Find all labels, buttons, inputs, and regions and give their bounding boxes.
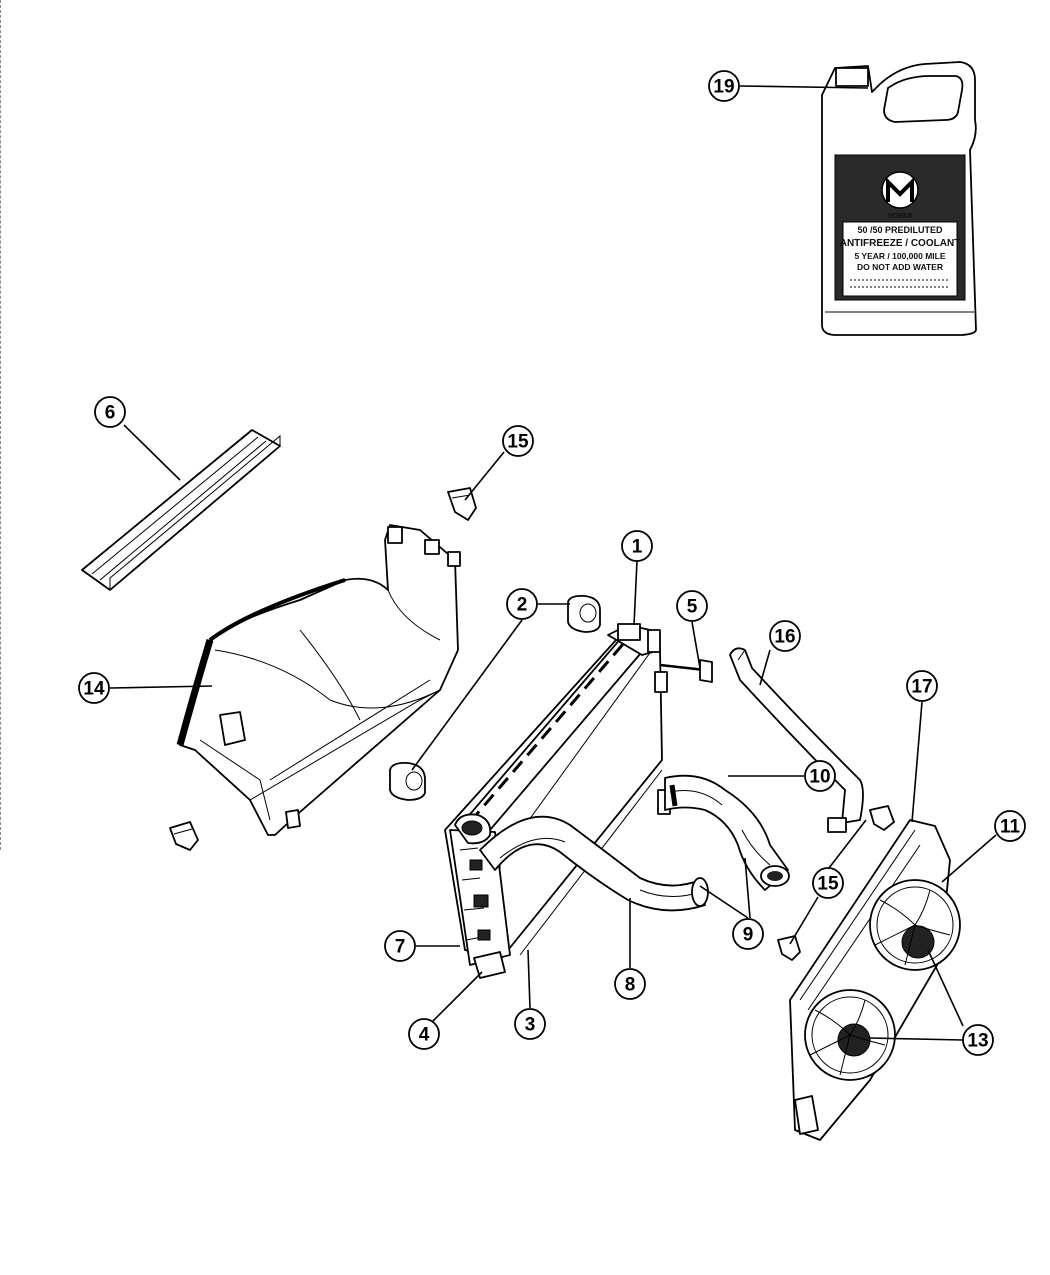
callout-number: 5 [687, 597, 698, 618]
callout-circle [514, 1008, 546, 1040]
callout-number: 13 [967, 1031, 988, 1052]
callout-8: 8 [614, 968, 646, 1000]
jug-label-line1: 50 /50 PREDILUTED [857, 225, 943, 235]
callout-13: 13 [962, 1024, 994, 1056]
overflow-tube [729, 647, 864, 833]
air-duct-shroud [176, 524, 461, 836]
callout-number: 3 [525, 1015, 536, 1036]
callout-2: 2 [506, 588, 538, 620]
callout-circle [804, 760, 836, 792]
callout-number: 7 [395, 937, 406, 958]
callout-circle [408, 1018, 440, 1050]
jug-brand-text: MOPAR [887, 213, 913, 220]
callout-circle [94, 396, 126, 428]
page-edge-line [0, 0, 3, 850]
cooling-fan-module [789, 819, 961, 1141]
callout-11: 11 [994, 810, 1026, 842]
callout-number: 4 [419, 1025, 430, 1046]
callout-number: 2 [517, 595, 528, 616]
callout-10: 10 [804, 760, 836, 792]
callout-number: 19 [713, 77, 734, 98]
callout-16: 16 [769, 620, 801, 652]
callout-circle [502, 425, 534, 457]
callout-7: 7 [384, 930, 416, 962]
radiator-isolator-upper [567, 594, 601, 633]
callout-6: 6 [94, 396, 126, 428]
callout-number: 9 [743, 925, 754, 946]
jug-label-line4: DO NOT ADD WATER [857, 262, 943, 272]
callout-4: 4 [408, 1018, 440, 1050]
callout-1: 1 [621, 530, 653, 562]
callout-9: 9 [732, 918, 764, 950]
radiator-assembly [444, 623, 671, 979]
callout-group: 1 2 3 4 5 6 7 8 9 10 11 13 14 15 15 16 17 19 [78, 70, 1026, 1056]
callout-5: 5 [676, 590, 708, 622]
callout-number: 10 [809, 767, 830, 788]
callout-circle [732, 918, 764, 950]
callout-circle [621, 530, 653, 562]
callout-circle [708, 70, 740, 102]
callout-3: 3 [514, 1008, 546, 1040]
callout-circle [384, 930, 416, 962]
callout-circle [676, 590, 708, 622]
callout-15: 15 [502, 425, 534, 457]
upper-radiator-hose [664, 774, 790, 891]
callout-number: 17 [911, 677, 932, 698]
callout-number: 15 [817, 874, 839, 895]
lower-radiator-hose [479, 815, 709, 912]
callout-circle [78, 672, 110, 704]
callout-number: 15 [507, 432, 529, 453]
callout-circle [994, 810, 1026, 842]
callout-17: 17 [906, 670, 938, 702]
callout-number: 1 [632, 537, 643, 558]
callout-15: 15 [812, 867, 844, 899]
callout-14: 14 [78, 672, 110, 704]
coolant-jug: MOPAR 50 /50 PREDILUTED ANTIFREEZE / COO… [821, 61, 977, 336]
mopar-logo: MOPAR [881, 171, 919, 220]
jug-label-line2: ANTIFREEZE / COOLANT [840, 238, 961, 249]
leader-lines [109, 85, 997, 1041]
callout-number: 16 [774, 627, 795, 648]
air-seal-strip [81, 429, 281, 591]
retainer-clip-right-lower [777, 935, 801, 961]
callout-circle [906, 670, 938, 702]
callout-19: 19 [708, 70, 740, 102]
callout-circle [769, 620, 801, 652]
callout-circle [506, 588, 538, 620]
retainer-clip-right-upper [869, 805, 895, 831]
callout-circle [962, 1024, 994, 1056]
callout-number: 14 [83, 679, 105, 700]
callout-circle [812, 867, 844, 899]
callout-number: 8 [625, 975, 636, 996]
drain-cock [659, 659, 713, 683]
jug-label-line3: 5 YEAR / 100,000 MILE [854, 251, 945, 261]
callout-number: 11 [1000, 817, 1021, 838]
radiator-isolator-lower [389, 761, 426, 801]
callout-circle [614, 968, 646, 1000]
callout-number: 6 [105, 403, 116, 424]
retainer-clip-left [169, 821, 199, 851]
